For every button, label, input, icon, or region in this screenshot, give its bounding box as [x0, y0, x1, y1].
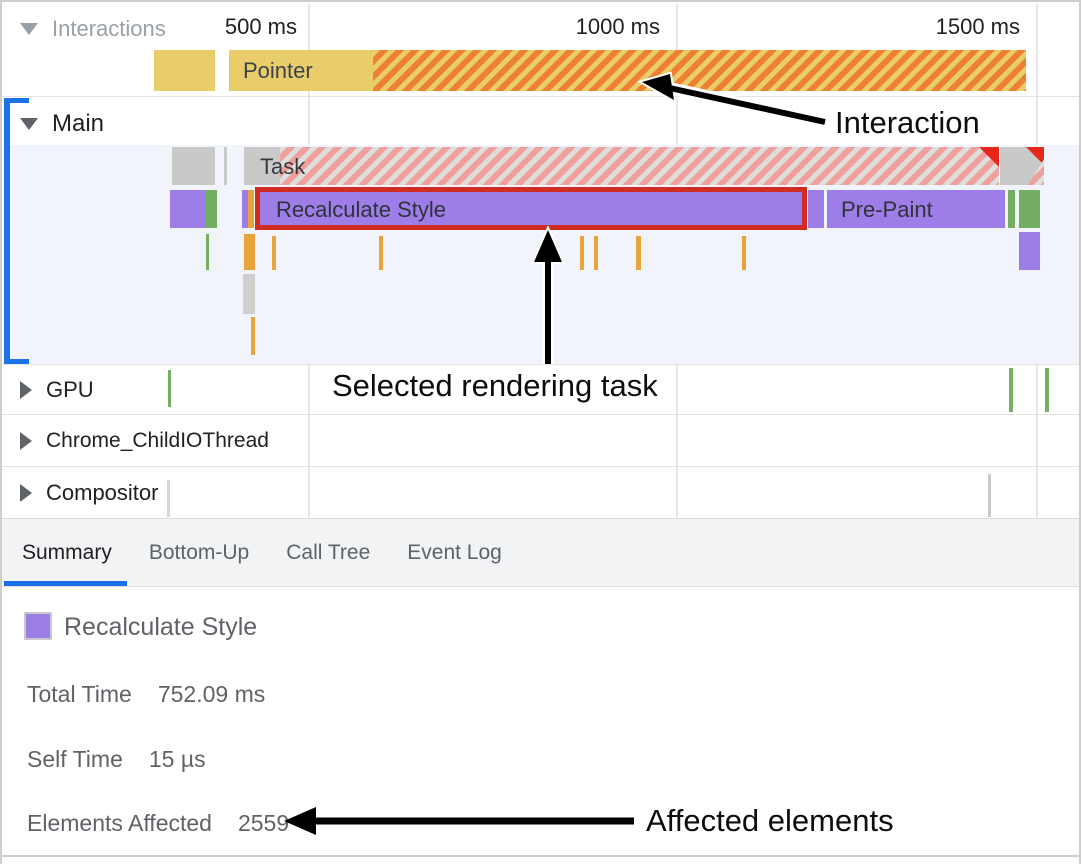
track-header-compositor[interactable]: Compositor: [20, 480, 158, 506]
task-bar-long[interactable]: Task: [244, 147, 999, 185]
tab-event-log[interactable]: Event Log: [407, 540, 502, 564]
paint-bar-right[interactable]: [1019, 190, 1040, 228]
interaction-bar-small[interactable]: [154, 50, 215, 91]
pre-paint-bar[interactable]: Pre-Paint: [827, 190, 1005, 228]
disclosure-triangle-collapsed-icon: [20, 432, 32, 450]
paint-bar-sliver[interactable]: [1008, 190, 1015, 228]
tab-summary[interactable]: Summary: [22, 540, 112, 564]
summary-row-elements-affected: Elements Affected 2559: [27, 810, 289, 837]
track-divider: [2, 466, 1079, 467]
interaction-bar-pointer[interactable]: Pointer: [229, 50, 1026, 91]
disclosure-triangle-collapsed-icon: [20, 381, 32, 399]
gpu-activity-tick[interactable]: [1009, 368, 1013, 412]
task-bar-small[interactable]: [172, 147, 215, 185]
affected-elements-arrow: [284, 807, 634, 835]
track-label-interactions: Interactions: [52, 16, 166, 41]
track-header-interactions[interactable]: Interactions: [20, 16, 166, 42]
script-tick[interactable]: [594, 236, 598, 270]
details-tabbar: Summary Bottom-Up Call Tree Event Log: [2, 519, 1079, 587]
selected-track-bracket-bottom: [4, 359, 29, 364]
track-header-gpu[interactable]: GPU: [20, 377, 94, 403]
script-tick[interactable]: [636, 236, 641, 270]
disclosure-triangle-collapsed-icon: [20, 484, 32, 502]
interaction-pending-hatch: [373, 50, 1026, 91]
track-header-chrome-child-io[interactable]: Chrome_ChildIOThread: [20, 429, 269, 453]
script-tick[interactable]: [742, 236, 746, 270]
selected-recalculate-style-bar[interactable]: Recalculate Style: [255, 187, 807, 230]
track-divider: [2, 414, 1079, 415]
task-child-bar[interactable]: [243, 274, 255, 314]
style-bar-right[interactable]: [1019, 232, 1040, 270]
annotation-interaction: Interaction: [835, 105, 980, 140]
event-color-swatch: [24, 612, 52, 640]
script-tick[interactable]: [580, 236, 584, 270]
script-tick[interactable]: [251, 317, 255, 355]
summary-title: Recalculate Style: [64, 613, 258, 641]
pane-divider: [2, 518, 1079, 519]
annotation-selected-task: Selected rendering task: [332, 368, 658, 403]
track-divider: [2, 96, 1079, 97]
disclosure-triangle-expanded-icon: [20, 23, 38, 35]
track-header-main[interactable]: Main: [20, 110, 104, 138]
gpu-activity-tick[interactable]: [1045, 368, 1049, 412]
long-task-red-corner-icon: [979, 147, 999, 167]
ruler-tick-1500ms: 1500 ms: [935, 14, 1020, 39]
selected-track-bracket: [4, 98, 10, 364]
pointer-bar-label: Pointer: [243, 58, 313, 83]
annotation-affected-elements: Affected elements: [646, 803, 894, 838]
pre-paint-bar-label: Pre-Paint: [841, 197, 933, 222]
task-bar-label: Task: [260, 154, 306, 179]
style-bar-continuation[interactable]: [808, 190, 824, 228]
script-bar-sliver[interactable]: [248, 190, 254, 228]
script-tick[interactable]: [272, 236, 276, 270]
summary-row-self-time: Self Time 15 µs: [27, 746, 206, 773]
track-label-compositor: Compositor: [46, 480, 159, 505]
tab-call-tree[interactable]: Call Tree: [286, 540, 371, 564]
style-bar-sliver[interactable]: [242, 190, 248, 228]
panel-bottom-border: [2, 855, 1079, 857]
disclosure-triangle-expanded-icon: [20, 118, 38, 130]
task-bar-right[interactable]: [1000, 147, 1044, 185]
compositor-activity-tick[interactable]: [988, 474, 991, 517]
selected-track-bracket-top: [4, 98, 29, 103]
ruler-tick-1000ms: 1000 ms: [575, 14, 660, 39]
track-label-chrome-child-io: Chrome_ChildIOThread: [46, 429, 269, 452]
gpu-activity-tick[interactable]: [168, 370, 171, 407]
summary-label: Elements Affected: [27, 810, 212, 836]
summary-value: 2559: [237, 810, 290, 836]
style-bar-small[interactable]: [170, 190, 205, 228]
task-overrun-hatch: [280, 147, 999, 185]
summary-label: Self Time: [27, 746, 123, 772]
compositor-activity-tick[interactable]: [167, 480, 170, 517]
summary-label: Total Time: [27, 681, 132, 707]
summary-value: 752.09 ms: [157, 681, 266, 707]
long-task-red-corner-icon: [1026, 147, 1044, 165]
active-tab-underline: [4, 581, 127, 586]
paint-bar-small[interactable]: [205, 190, 217, 228]
script-tick[interactable]: [379, 236, 383, 270]
track-label-main: Main: [52, 110, 105, 137]
summary-row-total-time: Total Time 752.09 ms: [27, 681, 265, 708]
summary-value: 15 µs: [148, 746, 206, 772]
task-bar-sliver[interactable]: [224, 147, 227, 185]
track-label-gpu: GPU: [46, 377, 94, 402]
paint-tick[interactable]: [206, 234, 209, 270]
recalculate-style-bar-label: Recalculate Style: [276, 197, 446, 222]
script-bar[interactable]: [244, 234, 255, 270]
ruler-tick-500ms: 500 ms: [224, 14, 297, 39]
tab-bottom-up[interactable]: Bottom-Up: [148, 540, 250, 564]
track-divider: [2, 364, 1079, 365]
